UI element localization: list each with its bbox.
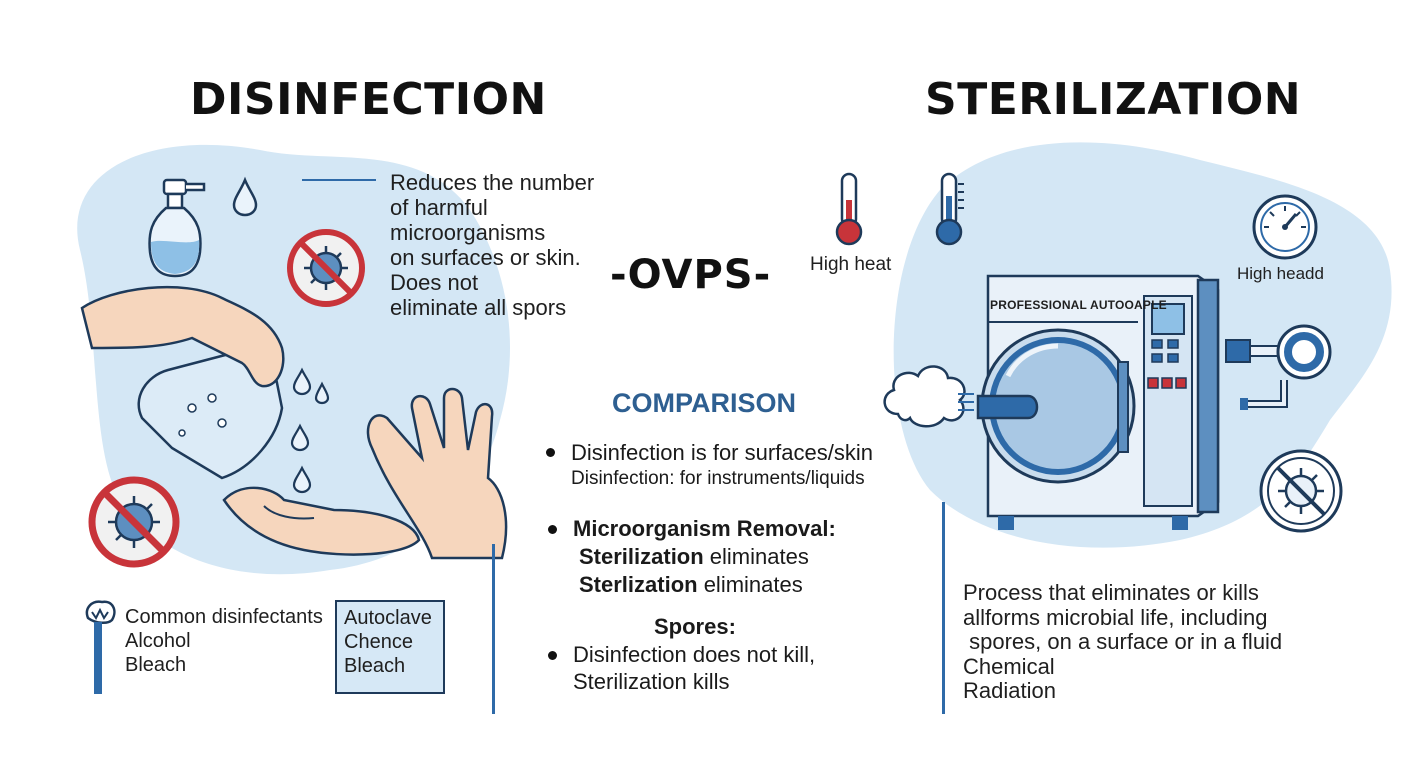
hand-pump-bottle-illustration bbox=[80, 285, 285, 480]
bullet-bold: Microorganism Removal: bbox=[573, 516, 836, 541]
list-item: Bleach bbox=[125, 654, 187, 676]
cupped-hand-illustration bbox=[222, 486, 421, 556]
list-item: Autoclave bbox=[344, 607, 432, 629]
sterilization-title: STERILIZATION bbox=[925, 74, 1302, 125]
list-item: Bleach bbox=[344, 655, 406, 677]
description-line: microorganisms bbox=[390, 220, 546, 245]
disinfection-title: DISINFECTION bbox=[190, 74, 547, 125]
bullet-text: Sterilization kills bbox=[573, 669, 730, 694]
swab-icon bbox=[85, 600, 116, 694]
bullet-subtext: Disinfection: for instruments/liquids bbox=[571, 468, 865, 489]
description-leader-line bbox=[302, 179, 376, 181]
bullet-bold: Sterilization bbox=[579, 544, 704, 569]
description-line: allforms microbial life, including bbox=[963, 604, 1268, 630]
common-disinfectants-list: Common disinfectants Alcohol Bleach bbox=[125, 605, 323, 677]
left-divider-line bbox=[492, 544, 495, 714]
sterilization-description: Process that eliminates or kills allform… bbox=[963, 580, 1283, 704]
thermometer-blue-icon bbox=[935, 172, 964, 246]
disinfection-description: Reduces the number of harmful microorgan… bbox=[390, 170, 594, 320]
spores-label: Spores: bbox=[654, 614, 736, 639]
disinfectant-box: Autoclave Chence Bleach bbox=[335, 600, 445, 694]
description-line: Radiation bbox=[963, 678, 1056, 703]
description-line: on surfaces or skin. bbox=[390, 245, 581, 270]
bullet-dot bbox=[548, 525, 557, 534]
bullet-dot bbox=[548, 651, 557, 660]
comparison-title: COMPARISON bbox=[612, 388, 797, 418]
no-germ-sign-icon bbox=[88, 476, 180, 568]
list-item: Chence bbox=[344, 631, 413, 653]
comparison-bullet-3: Disinfection does not kill, Sterilizatio… bbox=[573, 641, 815, 695]
no-germ-sign-icon bbox=[1259, 449, 1343, 533]
description-line: spores, on a surface or in a fluid bbox=[963, 629, 1283, 654]
description-line: Does not bbox=[390, 270, 479, 295]
right-divider-line bbox=[942, 502, 945, 714]
description-line: Chemical bbox=[963, 653, 1055, 679]
comparison-bullet-2: Microorganism Removal: Sterilization eli… bbox=[573, 515, 836, 599]
high-heat-label: High heat bbox=[810, 254, 892, 275]
thermometer-red-icon bbox=[835, 172, 863, 246]
steam-cloud-icon bbox=[883, 365, 974, 428]
comparison-bullet-1: Disinfection is for surfaces/skin Disinf… bbox=[571, 440, 873, 492]
high-heat-label-2: High headd bbox=[1237, 264, 1324, 283]
spray-bottle-icon bbox=[148, 178, 206, 278]
bullet-text: eliminates bbox=[703, 544, 809, 569]
droplet-icon bbox=[232, 176, 258, 217]
bullet-text: is for surfaces/skin bbox=[684, 440, 873, 465]
list-item: Alcohol bbox=[125, 630, 191, 652]
bullet-text: Disinfection does not kill, bbox=[573, 642, 816, 667]
bullet-dot bbox=[546, 448, 555, 457]
vs-label: -OVPS- bbox=[610, 252, 772, 298]
bullet-text: eliminates bbox=[697, 572, 803, 597]
description-line: Process that eliminates or kills bbox=[963, 580, 1259, 605]
description-line: of harmful bbox=[390, 195, 488, 220]
common-disinfectants-label: Common disinfectants bbox=[125, 606, 323, 628]
falling-droplets-icon bbox=[290, 367, 330, 494]
pipe-valve-icon bbox=[1225, 324, 1332, 410]
description-line: eliminate all spors bbox=[390, 295, 567, 320]
pressure-gauge-icon bbox=[1252, 194, 1318, 260]
open-hand-illustration bbox=[366, 387, 508, 560]
no-germ-sign-icon bbox=[287, 229, 365, 307]
autoclave-label: PROFESSIONAL AUTOOAPLE bbox=[990, 298, 1167, 312]
bullet-bold: Disinfection bbox=[571, 440, 685, 465]
description-line: Reduces the number bbox=[390, 170, 595, 195]
autoclave-machine-illustration bbox=[976, 274, 1220, 530]
bullet-bold: Sterlization bbox=[579, 572, 698, 597]
